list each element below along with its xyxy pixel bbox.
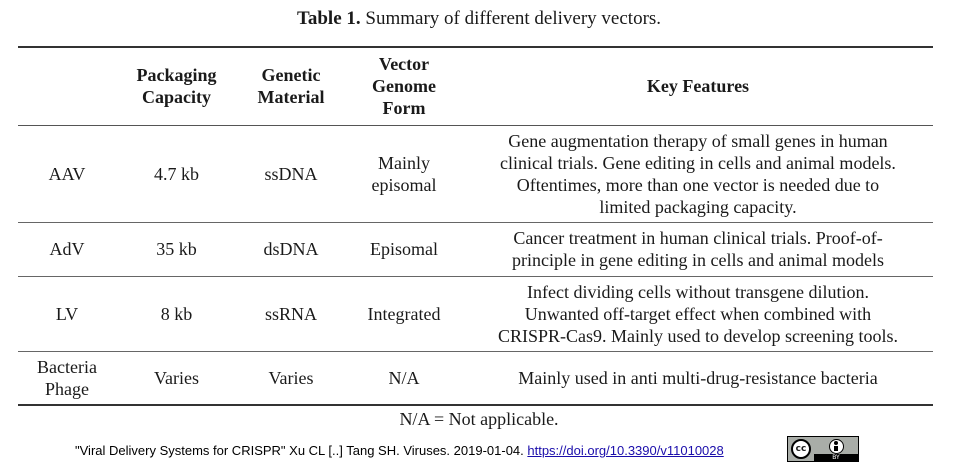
cc-icon: cc bbox=[791, 439, 811, 459]
cell-key-features: Gene augmentation therapy of small genes… bbox=[500, 130, 896, 217]
delivery-vectors-table: Packaging Capacity Genetic Material Vect… bbox=[18, 46, 933, 406]
cell-genome-form: Integrated bbox=[367, 303, 441, 324]
header-vector bbox=[18, 47, 116, 126]
cell-vector: AAV bbox=[48, 163, 86, 184]
cell-capacity: 35 kb bbox=[156, 239, 197, 259]
header-vector-genome-form: Vector Genome Form bbox=[345, 47, 463, 126]
cell-material: dsDNA bbox=[263, 239, 319, 259]
cell-key-features: Infect dividing cells without transgene … bbox=[498, 281, 898, 346]
citation: "Viral Delivery Systems for CRISPR" Xu C… bbox=[75, 443, 724, 458]
doi-link[interactable]: https://doi.org/10.3390/v11010028 bbox=[527, 443, 724, 458]
table-footnote: N/A = Not applicable. bbox=[399, 409, 559, 429]
cell-vector: LV bbox=[55, 303, 79, 324]
table-row: AdV 35 kb dsDNA Episomal Cancer treatmen… bbox=[18, 222, 933, 276]
by-label: BY bbox=[814, 454, 858, 461]
cell-capacity: Varies bbox=[154, 367, 199, 388]
cell-key-features: Mainly used in anti multi-drug-resistanc… bbox=[518, 367, 878, 388]
cell-genome-form: N/A bbox=[388, 367, 420, 388]
cell-capacity: 8 kb bbox=[160, 303, 193, 324]
cell-key-features: Cancer treatment in human clinical trial… bbox=[512, 228, 884, 270]
caption-text: Summary of different delivery vectors. bbox=[360, 8, 662, 29]
cell-genome-form: Episomal bbox=[370, 239, 438, 259]
header-genetic-material: Genetic Material bbox=[237, 47, 345, 126]
header-row: Packaging Capacity Genetic Material Vect… bbox=[18, 47, 933, 126]
cc-by-icon[interactable]: cc BY bbox=[787, 436, 859, 462]
table-row: LV 8 kb ssRNA Integrated Infect dividing… bbox=[18, 276, 933, 351]
cell-material: ssDNA bbox=[264, 163, 318, 184]
attribution-icon bbox=[829, 439, 844, 454]
cell-material: ssRNA bbox=[264, 303, 317, 324]
cell-material: Varies bbox=[268, 367, 314, 388]
table-caption: Table 1. Summary of different delivery v… bbox=[0, 8, 958, 30]
header-packaging-capacity: Packaging Capacity bbox=[116, 47, 237, 126]
header-key-features: Key Features bbox=[463, 47, 933, 126]
caption-label: Table 1. bbox=[296, 8, 361, 29]
cell-capacity: 4.7 kb bbox=[154, 163, 199, 184]
cell-vector: AdV bbox=[49, 239, 85, 259]
citation-text: "Viral Delivery Systems for CRISPR" Xu C… bbox=[75, 443, 528, 458]
